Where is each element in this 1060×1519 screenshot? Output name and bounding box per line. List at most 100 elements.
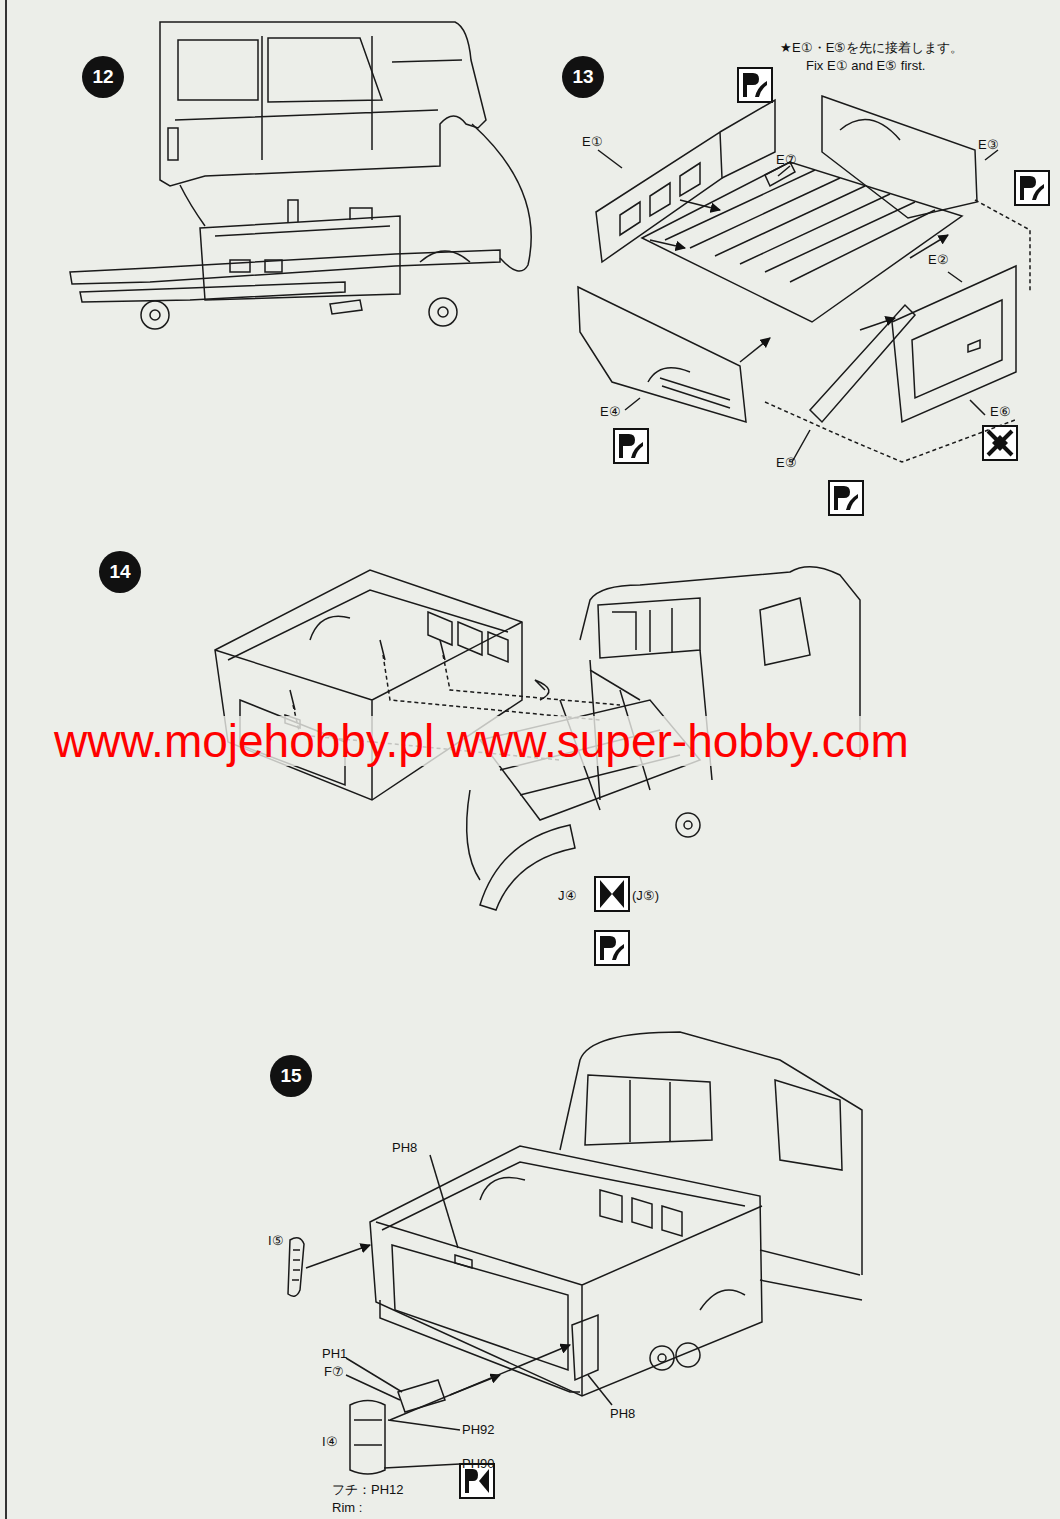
step-number: 13 bbox=[562, 56, 604, 98]
truck-bed-parts-line bbox=[912, 300, 1002, 398]
part-callout: F⑦ bbox=[324, 1364, 344, 1379]
bed-and-cab-line bbox=[598, 598, 700, 658]
paint-code: PH1 bbox=[322, 1346, 347, 1361]
bed-and-cab-line bbox=[428, 612, 508, 662]
part-callout: E③ bbox=[978, 137, 999, 152]
chassis-line bbox=[472, 124, 531, 271]
part-callout: E⑤ bbox=[776, 455, 797, 470]
chassis-line bbox=[80, 282, 345, 302]
note: ★E①・E⑤を先に接着します。 bbox=[780, 40, 963, 55]
bed-and-cab-line bbox=[290, 640, 445, 710]
part-callout: E① bbox=[582, 134, 603, 149]
truck-bed-parts-line bbox=[892, 266, 1016, 422]
bed-and-cab-line bbox=[383, 655, 600, 720]
page-edge bbox=[5, 0, 7, 1519]
chassis-line bbox=[141, 301, 169, 329]
assembled-truck-line bbox=[306, 1245, 370, 1268]
bed-and-cab-line bbox=[535, 680, 549, 700]
assembly-illustration-line bbox=[1015, 171, 1049, 205]
assembled-truck-line bbox=[600, 1190, 682, 1236]
step-number: 12 bbox=[82, 56, 124, 98]
step-number-text: 15 bbox=[280, 1065, 301, 1087]
truck-bed-parts bbox=[578, 96, 1030, 462]
paint-code: PH8 bbox=[610, 1406, 635, 1421]
bed-and-cab-line bbox=[215, 622, 522, 800]
truck-bed-parts-line bbox=[840, 120, 900, 140]
assembled-truck-line bbox=[370, 1146, 762, 1396]
assembly-illustration-line bbox=[614, 429, 648, 463]
chassis-line bbox=[288, 200, 372, 222]
chassis bbox=[70, 124, 531, 329]
bed-and-cab-line bbox=[467, 790, 480, 880]
assembled-truck-line bbox=[430, 1155, 458, 1248]
part-callout: E④ bbox=[600, 404, 621, 419]
truck-bed-parts-line bbox=[975, 200, 1030, 292]
step-number: 14 bbox=[99, 551, 141, 593]
cab-body bbox=[160, 22, 486, 186]
assembled-truck-line bbox=[480, 1178, 525, 1201]
bed-and-cab-line bbox=[760, 598, 810, 665]
assembly-illustration-line bbox=[595, 931, 629, 965]
assembled-truck-line bbox=[354, 1420, 382, 1445]
chassis-line bbox=[438, 307, 448, 317]
assembly-illustration-line bbox=[983, 426, 1017, 460]
part-callout: I④ bbox=[322, 1434, 338, 1449]
assembly-illustration-line bbox=[595, 877, 629, 911]
assembled-truck-line bbox=[560, 1032, 862, 1275]
step-number: 15 bbox=[270, 1055, 312, 1097]
truck-bed-parts-line bbox=[810, 305, 915, 422]
watermark: www.mojehobby.pl www.super-hobby.com bbox=[50, 716, 913, 766]
chassis-line bbox=[150, 310, 160, 320]
truck-bed-parts-line bbox=[648, 368, 690, 382]
assembled-truck-line bbox=[658, 1354, 666, 1362]
note: Fix E① and E⑤ first. bbox=[806, 58, 925, 73]
part-callout: I⑤ bbox=[268, 1233, 284, 1248]
chassis-line bbox=[420, 251, 470, 262]
truck-bed-parts-line bbox=[740, 338, 770, 362]
part-callout: J④ bbox=[558, 888, 577, 903]
assembled-truck-line bbox=[350, 1401, 385, 1475]
truck-bed-parts-line bbox=[665, 170, 935, 282]
rim-note: Rim : bbox=[332, 1500, 362, 1515]
rim-note: フチ：PH12 bbox=[332, 1482, 404, 1497]
truck-bed-parts-line bbox=[822, 96, 977, 218]
assembled-truck-line bbox=[572, 1315, 598, 1380]
chassis-line bbox=[330, 300, 362, 314]
truck-bed-parts-line bbox=[660, 378, 730, 408]
assembled-truck-line bbox=[650, 1346, 674, 1370]
bed-and-cab-line bbox=[590, 670, 640, 700]
chassis-line bbox=[429, 298, 457, 326]
assembled-truck-line bbox=[288, 1238, 304, 1297]
truck-bed-parts-line bbox=[650, 240, 685, 248]
chassis-line bbox=[200, 216, 400, 300]
step-number-text: 12 bbox=[92, 66, 113, 88]
cab-body-line bbox=[178, 40, 258, 100]
part-callout: E⑦ bbox=[776, 152, 797, 167]
assembled-truck-line bbox=[392, 1245, 568, 1370]
chassis-line bbox=[180, 185, 205, 226]
cab-body-line bbox=[268, 38, 382, 102]
chassis-line bbox=[70, 250, 500, 284]
truck-bed-parts-line bbox=[720, 100, 775, 178]
assembled-truck bbox=[288, 1032, 862, 1474]
assembled-truck-line bbox=[376, 1206, 762, 1396]
assembled-truck-line bbox=[700, 1290, 745, 1310]
truck-bed-parts-line bbox=[860, 318, 895, 330]
assembled-truck-line bbox=[292, 1250, 300, 1280]
paint-code: PH92 bbox=[462, 1422, 495, 1437]
chassis-line bbox=[215, 226, 390, 272]
truck-bed-parts-line bbox=[765, 402, 1015, 462]
assembled-truck-line bbox=[455, 1255, 472, 1268]
cab-body-line bbox=[168, 128, 178, 160]
bed-and-cab-line bbox=[443, 655, 620, 705]
paint-code: PH90 bbox=[462, 1456, 495, 1471]
truck-bed-parts-line bbox=[680, 200, 720, 210]
part-callout: E⑥ bbox=[990, 404, 1011, 419]
step-number-text: 14 bbox=[109, 561, 130, 583]
step-number-text: 13 bbox=[572, 66, 593, 88]
truck-bed-parts-line bbox=[968, 340, 980, 352]
assembled-truck-line bbox=[588, 1375, 612, 1405]
part-callout: E② bbox=[928, 252, 949, 267]
assembled-truck-line bbox=[390, 1345, 570, 1420]
assembled-truck-line bbox=[775, 1080, 842, 1170]
